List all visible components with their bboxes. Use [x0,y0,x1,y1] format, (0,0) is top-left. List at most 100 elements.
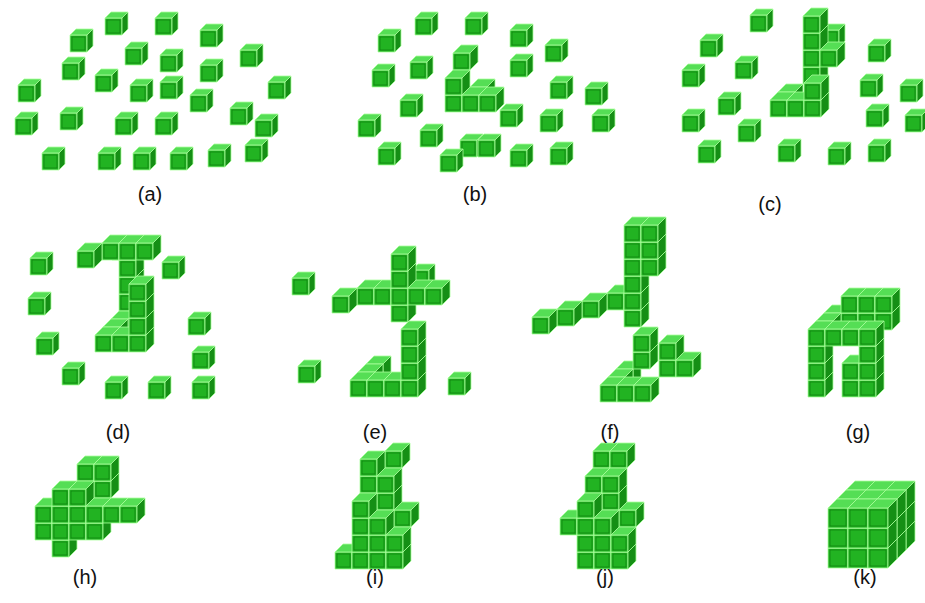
cube [188,312,211,335]
cube [160,76,183,99]
cube [682,64,705,87]
cube [582,293,607,318]
panel-label: (e) [363,420,387,444]
cube [410,56,433,79]
cube [28,292,51,315]
cube [905,109,925,132]
cube [352,493,377,518]
cube [62,362,85,385]
cube [200,59,223,82]
cube [200,24,223,47]
cube [42,147,65,170]
cube [70,29,93,52]
cube [332,288,357,313]
cube [633,327,658,352]
cube [385,443,410,468]
cube [750,9,773,32]
panel-label: (i) [366,565,384,589]
cube [900,79,923,102]
cube [532,309,557,334]
cube [136,235,161,260]
cube [94,456,119,481]
panel-label: (c) [758,192,781,216]
cube [401,321,426,346]
cube [510,144,533,167]
cube [540,109,563,132]
cube [425,280,450,305]
cube [133,147,156,170]
cube [208,144,231,167]
cube [192,376,215,399]
panel-label: (g) [846,420,870,444]
cube [372,64,395,87]
panel-label: (b) [463,182,487,206]
cube [358,114,381,137]
cube [700,34,723,57]
cube [557,301,582,326]
cube [500,104,523,127]
cube [148,376,171,399]
cube [804,75,829,100]
cube [192,346,215,369]
cube [585,82,608,105]
cube [866,104,889,127]
cube [230,102,253,125]
cube [62,57,85,80]
cube [36,332,59,355]
cube [190,89,213,112]
cube [738,119,761,142]
cube [77,243,102,268]
cube [69,481,94,506]
cube [155,12,178,35]
cube [682,109,705,132]
cube [577,493,602,518]
cube [360,451,385,476]
cube [378,29,401,52]
cube [105,12,128,35]
cube [828,142,851,165]
cube [255,114,278,137]
cube [735,56,758,79]
cube [634,377,659,402]
cube [448,372,471,395]
cube [550,142,573,165]
cube [162,256,185,279]
cube [30,252,53,275]
cube [120,498,145,523]
panel-label: (k) [853,565,876,589]
cube [391,246,416,271]
cube [420,124,443,147]
cube [155,112,178,135]
cube [268,76,291,99]
cube [778,139,801,162]
cube [465,12,488,35]
cube [860,74,883,97]
panel-label: (d) [106,420,130,444]
cube [510,24,533,47]
cube [160,49,183,72]
cube [400,94,423,117]
cube [440,149,463,172]
panel-label: (a) [138,182,162,206]
cube [803,8,828,33]
cube [292,272,315,295]
panel-label: (h) [73,565,97,589]
cube [60,107,83,130]
panel-label: (j) [596,565,614,589]
cube [298,360,321,383]
cube [602,468,627,493]
cube [240,44,263,67]
cube [18,79,41,102]
cube [875,288,900,313]
cube [95,69,118,92]
cube [445,70,470,95]
cube [478,134,501,157]
cube [415,12,438,35]
cube [545,39,568,62]
cube [453,45,478,70]
cube [105,376,128,399]
cube [592,109,615,132]
cube [550,76,573,99]
cube [610,443,635,468]
cube [698,140,721,163]
